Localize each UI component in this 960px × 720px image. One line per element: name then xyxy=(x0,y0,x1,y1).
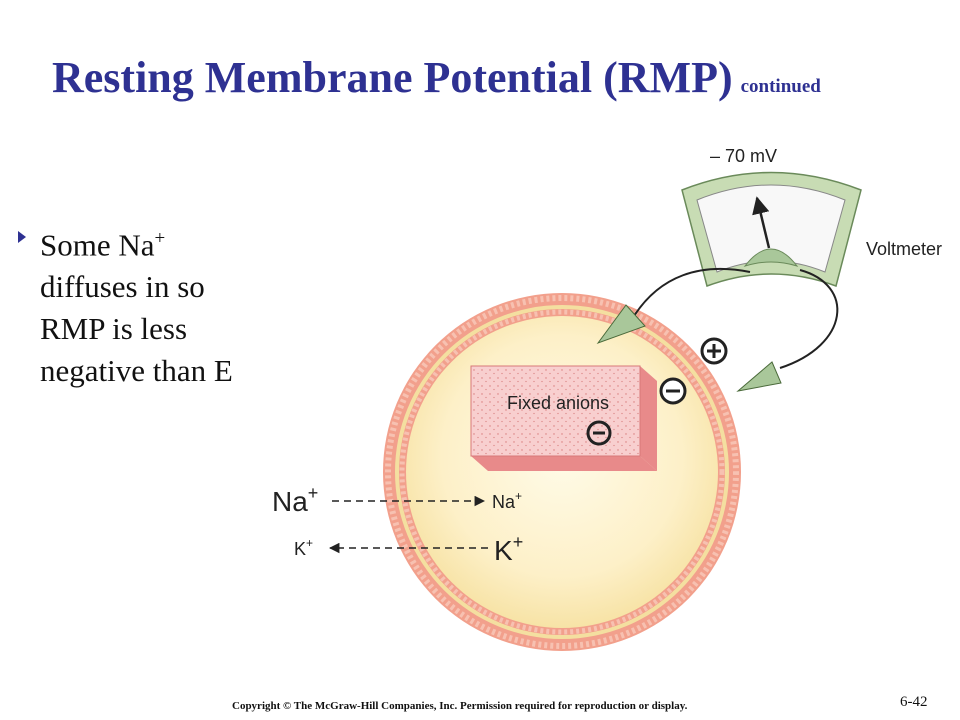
bullet-text: Some Na+ diffuses in so RMP is less nega… xyxy=(40,218,308,392)
bullet-line-1-sup: + xyxy=(154,228,166,249)
k-outside-label: K+ xyxy=(294,536,313,559)
fixed-anions-label: Fixed anions xyxy=(507,393,609,413)
bullet-line-2: diffuses in so xyxy=(40,269,205,305)
lead-inner xyxy=(633,268,751,317)
cell xyxy=(383,293,741,651)
k-diffusion: K+ K+ xyxy=(294,532,523,566)
voltmeter: – 70 mV Voltmeter xyxy=(681,146,942,287)
lead-outer xyxy=(779,269,839,369)
plus-charge-icon xyxy=(700,337,728,365)
na-inside-label: Na+ xyxy=(492,489,522,512)
na-outside-label: Na+ xyxy=(272,483,318,517)
anion-box-side xyxy=(640,366,657,471)
bullet-line-1: Some Na+ xyxy=(40,218,308,266)
anion-box-front xyxy=(470,365,641,457)
lead-inner-tip xyxy=(596,304,646,345)
bullet-line-4: negative than E xyxy=(40,353,233,389)
fixed-anions-box: Fixed anions xyxy=(470,365,657,471)
voltmeter-face xyxy=(696,184,846,273)
title-suffix: continued xyxy=(740,76,821,97)
voltmeter-pivot xyxy=(743,248,799,267)
k-inside-label: K+ xyxy=(494,532,523,566)
electrode-leads xyxy=(596,268,839,392)
bullet-point: Some Na+ diffuses in so RMP is less nega… xyxy=(18,218,308,392)
slide-number: 6-42 xyxy=(900,694,928,710)
lead-outer-tip xyxy=(736,361,782,392)
bullet-line-3: RMP is less xyxy=(40,311,188,347)
cell-membrane-dotted xyxy=(385,295,739,649)
voltmeter-reading: – 70 mV xyxy=(710,146,777,166)
bullet-line-1-text: Some Na xyxy=(40,227,155,263)
anion-minus-icon xyxy=(586,420,612,446)
cytoplasm xyxy=(406,316,718,628)
voltmeter-needle xyxy=(752,196,771,249)
bullet-arrow-icon xyxy=(18,231,26,243)
na-diffusion: Na+ Na+ xyxy=(272,483,522,517)
cell-membrane-inner-dots xyxy=(399,309,725,635)
title-main: Resting Membrane Potential (RMP) xyxy=(52,53,733,102)
slide-title: Resting Membrane Potential (RMP) continue… xyxy=(52,50,821,115)
minus-charge-icon xyxy=(659,377,687,405)
anion-box-bottom xyxy=(471,456,657,471)
copyright-notice: Copyright © The McGraw-Hill Companies, I… xyxy=(232,700,688,712)
voltmeter-label: Voltmeter xyxy=(866,239,942,259)
